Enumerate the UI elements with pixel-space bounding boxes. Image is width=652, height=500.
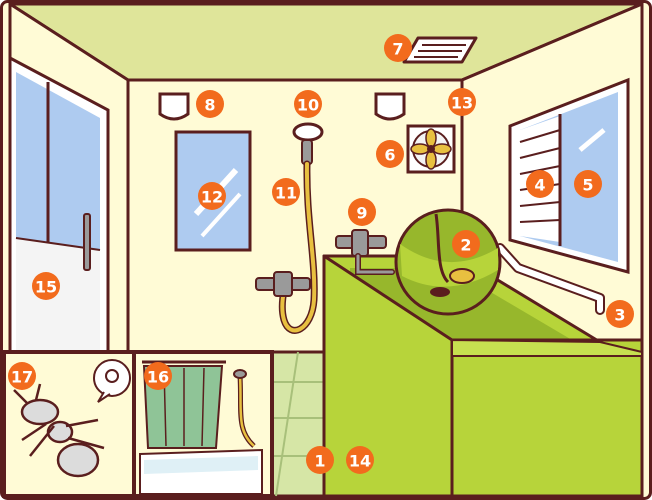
ceiling-light-left	[158, 92, 190, 121]
shower-head-icon	[292, 122, 324, 165]
inset-bug	[2, 350, 136, 498]
shower-hose-fill	[280, 162, 317, 333]
door-handle	[83, 213, 91, 271]
grab-bar-icon	[495, 243, 605, 315]
inset-curtain	[132, 350, 274, 498]
ceiling-light-right	[374, 92, 406, 121]
sliding-door	[8, 55, 110, 354]
curtain-icon	[142, 365, 224, 449]
bug-icon	[13, 383, 105, 478]
speech-bubble	[93, 359, 131, 403]
mirror-icon	[174, 130, 252, 252]
exhaust-fan-icon	[402, 36, 478, 64]
shower-mixer	[255, 271, 311, 297]
window-louver	[519, 116, 561, 242]
ventilation-fan-icon	[406, 124, 456, 174]
faucet-icon	[335, 229, 395, 275]
drain-closeup	[394, 208, 502, 316]
